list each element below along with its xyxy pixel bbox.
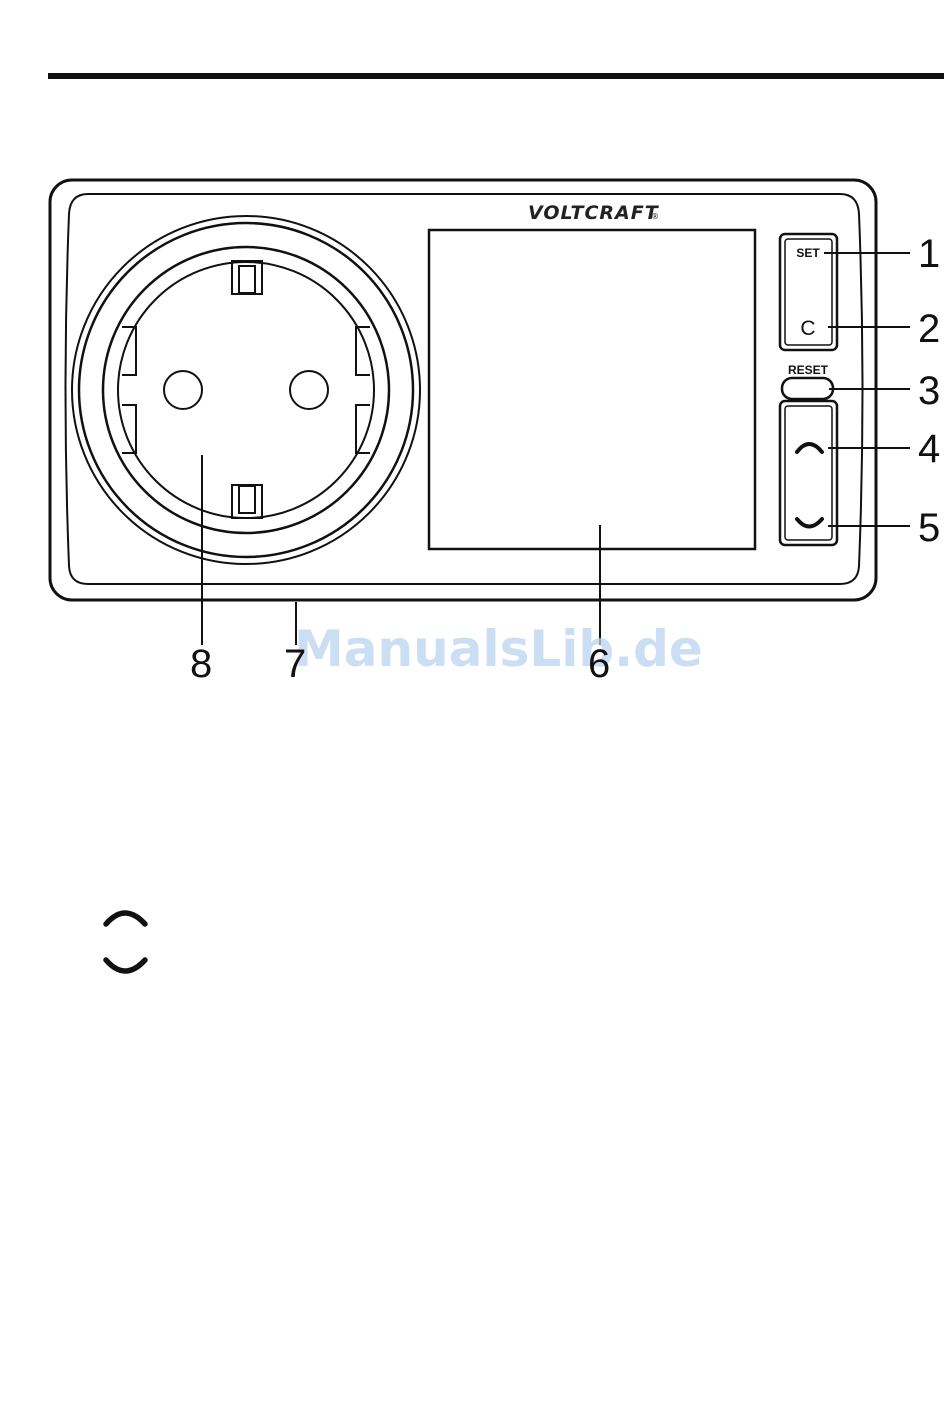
chevron-down-icon [106,960,145,971]
callout-1: 1 [918,232,940,276]
callout-2: 2 [918,307,940,351]
reset-button-label: RESET [788,363,829,377]
brand-registered-mark: ® [651,212,659,221]
socket-outer-ring [72,216,420,564]
watermark: ManualsLib.de [294,620,703,678]
chevron-up-icon [797,444,822,452]
chevron-up-icon [106,913,145,924]
reset-button[interactable] [782,378,833,399]
socket [72,216,420,564]
socket-inner [118,262,374,518]
display-screen [429,230,755,549]
brand-logo: VOLTCRAFT [528,202,660,224]
device-housing-outer [50,180,876,600]
earth-clip-bottom [232,485,262,518]
leader-lines [202,253,910,645]
socket-ring [79,223,413,557]
c-button-label: C [800,317,815,340]
device-housing-inner [66,194,863,584]
set-c-button[interactable]: SET C [780,234,837,350]
socket-hole-right [290,371,328,409]
chevron-down-icon [797,519,822,527]
earth-clip-top [232,261,262,294]
up-down-button[interactable] [780,401,837,545]
callout-8: 8 [190,642,212,686]
set-button-label: SET [796,246,820,260]
socket-hole-left [164,371,202,409]
callout-6: 6 [588,642,610,686]
callout-5: 5 [918,506,940,550]
callout-7: 7 [284,642,306,686]
callout-4: 4 [918,427,940,471]
socket-face [103,247,389,533]
callout-3: 3 [918,369,940,413]
